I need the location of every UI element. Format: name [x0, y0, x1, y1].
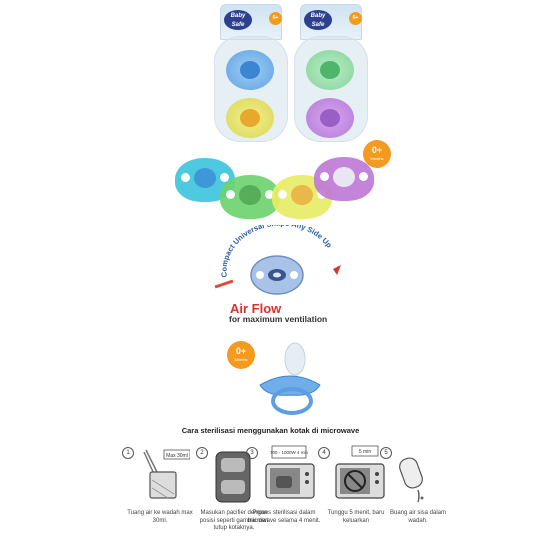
vent-hole	[290, 271, 298, 279]
step-number: 1	[122, 447, 134, 459]
step-caption: Tuang air ke wadah max 30ml.	[127, 510, 193, 524]
pacifier-purple	[306, 98, 354, 138]
measuring-cup-icon: Max 30ml	[143, 449, 190, 499]
age-badge-unit: Months	[234, 357, 248, 362]
age-badge-value: 0+	[371, 145, 383, 155]
vent-hole	[265, 190, 274, 199]
step-number: 3	[246, 447, 258, 459]
shield-center	[194, 168, 216, 188]
pacifier-blue	[226, 50, 274, 90]
step-1: 1 Max 30ml Tuang air ke wadah max 30ml.	[122, 444, 198, 536]
brand-logo: Baby Safe	[224, 10, 252, 30]
step-tag: 5 min	[359, 449, 371, 455]
age-badge: 6+	[349, 12, 362, 25]
vent-hole	[256, 271, 264, 279]
feature-graphic: Compact Universal Shape Any Side Up	[214, 225, 341, 295]
shield-center	[333, 167, 355, 187]
step-number: 4	[318, 447, 330, 459]
step-tag: Max 30ml	[166, 453, 188, 459]
feature-headline: Air Flow	[230, 301, 282, 316]
nipple-center	[273, 272, 281, 278]
step-tag: 700 - 1000W 4 min	[270, 450, 309, 455]
age-badge-0-months-2: 0+ Months	[227, 341, 255, 369]
step-3: 3 700 - 1000W 4 min Proses sterilisasi d…	[246, 444, 322, 536]
microwave-wait-icon: 5 min	[335, 445, 385, 499]
pacifier-side-view	[259, 342, 321, 415]
age-badge-value: 0+	[235, 346, 247, 356]
airflow-arrow-icon	[214, 279, 234, 289]
step-4: 4 5 min Tunggu 5 menit, baru keluarkan	[318, 444, 394, 536]
product-package-green-purple: Baby Safe 6+	[290, 4, 370, 144]
pacifier-green	[306, 50, 354, 90]
vent-hole	[181, 173, 190, 182]
rotate-arrow-icon	[333, 265, 341, 275]
pour-water-icon	[399, 457, 424, 503]
pacifier-shield-purple	[314, 157, 374, 201]
vent-hole	[320, 172, 329, 181]
step-caption: Tunggu 5 menit, baru keluarkan	[327, 510, 385, 524]
age-badge: 6+	[269, 12, 282, 25]
product-package-blue-yellow: Baby Safe 6+	[210, 4, 290, 144]
shield-center	[239, 185, 261, 205]
shield-center	[291, 185, 313, 205]
age-badge-unit: Months	[370, 156, 384, 161]
step-5: 5 Buang air sisa dalam wadah.	[380, 444, 456, 536]
pacifier-yellow	[226, 98, 274, 138]
vent-hole	[278, 190, 287, 199]
step-number: 2	[196, 447, 208, 459]
vent-hole	[359, 172, 368, 181]
nipple	[284, 342, 306, 376]
pacifier-ring	[271, 387, 313, 415]
step-caption: Buang air sisa dalam wadah.	[389, 510, 447, 524]
feature-subline: for maximum ventilation	[229, 314, 328, 324]
microwave-icon: 700 - 1000W 4 min	[265, 445, 315, 499]
age-badge-0-months: 0+ Months	[363, 140, 391, 168]
brand-logo: Baby Safe	[304, 10, 332, 30]
step-caption: Proses sterilisasi dalam microwave selam…	[247, 510, 321, 524]
sterilizer-box-icon	[215, 451, 251, 503]
step-caption: Masukan pacifier dengan posisi seperti g…	[199, 510, 269, 531]
pacifier-shield-blue	[259, 375, 321, 396]
step-number: 5	[380, 447, 392, 459]
steps-title: Cara sterilisasi menggunakan kotak di mi…	[181, 426, 360, 435]
vent-hole	[226, 190, 235, 199]
pacifier-shield-green	[220, 175, 280, 219]
step-2: 2 Masukan pacifier dengan posisi seperti…	[196, 444, 272, 536]
vent-hole	[220, 173, 229, 182]
